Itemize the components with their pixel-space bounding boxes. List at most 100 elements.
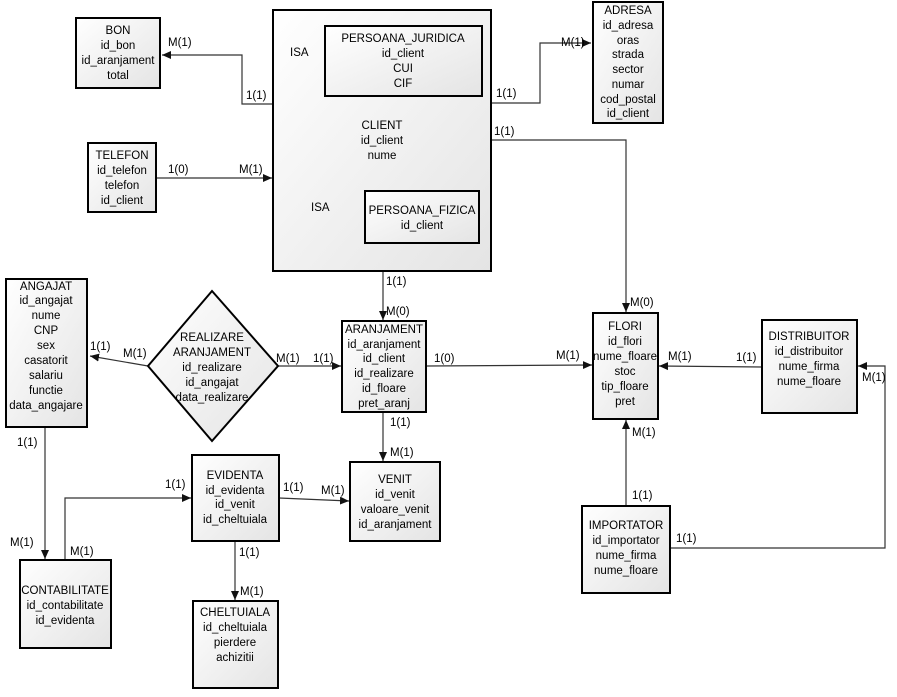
cardinality-label: M(1) xyxy=(321,485,345,497)
entity-attr: sex xyxy=(37,340,55,352)
cardinality-label: 1(1) xyxy=(239,547,260,559)
entity-attr: id_aranjament xyxy=(359,519,433,531)
entity-attr: strada xyxy=(612,49,645,61)
entity-title: CHELTUIALA xyxy=(200,607,270,619)
entity-attr: cod_postal xyxy=(600,94,656,106)
entity-adresa: ADRESA id_adresa oras strada sector numa… xyxy=(592,1,664,124)
entity-attr: id_venit xyxy=(215,499,255,511)
entity-title: DISTRIBUITOR xyxy=(769,331,850,343)
edge-distribuitor-flori xyxy=(658,362,763,371)
entity-attr: id_importator xyxy=(592,535,659,547)
entity-attr: tip_floare xyxy=(601,381,648,393)
entity-attr: CNP xyxy=(34,325,59,337)
cardinality-label: M(1) xyxy=(632,427,656,439)
relationship-attr: id_angajat xyxy=(185,377,239,389)
entity-attr: pret_aranj xyxy=(358,398,410,410)
entity-title: TELEFON xyxy=(95,150,148,162)
entity-attr: salariu xyxy=(29,370,63,382)
entity-attr: telefon xyxy=(105,180,140,192)
entity-attr: id_flori xyxy=(608,336,642,348)
edge-importator-distribuitor xyxy=(671,362,886,549)
entity-title: IMPORTATOR xyxy=(589,520,664,532)
entity-importator: IMPORTATOR id_importator nume_firma nume… xyxy=(581,505,671,594)
entity-attr: id_venit xyxy=(375,489,415,501)
cardinality-label: 1(1) xyxy=(283,482,304,494)
entity-attr: id_aranjament xyxy=(348,339,422,351)
edge-client-flori xyxy=(491,139,630,312)
entity-attr: achizitii xyxy=(216,652,254,664)
entity-title: BON xyxy=(106,25,131,37)
cardinality-label: 1(1) xyxy=(165,479,186,491)
relationship-attr: data_realizare xyxy=(176,392,249,404)
entity-attr: total xyxy=(107,70,129,82)
entity-attr: id_aranjament xyxy=(82,55,156,67)
cardinality-label: M(1) xyxy=(276,353,300,365)
edge-realizare-angajat xyxy=(89,353,149,367)
entity-attr: nume_firma xyxy=(779,361,840,373)
entity-attr: valoare_venit xyxy=(361,504,430,516)
entity-title: CONTABILITATE xyxy=(21,585,109,597)
cardinality-label: M(1) xyxy=(668,351,692,363)
entity-distribuitor: DISTRIBUITOR id_distribuitor nume_firma … xyxy=(761,319,858,414)
entity-attr: id_adresa xyxy=(603,20,654,32)
edge-client-adresa xyxy=(491,39,591,104)
edge-contabilitate-evidenta xyxy=(64,494,191,559)
cardinality-label: M(1) xyxy=(240,586,264,598)
entity-telefon: TELEFON id_telefon telefon id_client xyxy=(87,142,157,213)
entity-title: CLIENT xyxy=(362,120,403,132)
cardinality-label: M(1) xyxy=(168,37,192,49)
isa-label: ISA xyxy=(311,202,330,214)
entity-attr: id_cheltuiala xyxy=(203,514,268,526)
entity-attr: id_client xyxy=(607,108,650,120)
entity-venit: VENIT id_venit valoare_venit id_aranjame… xyxy=(349,461,441,542)
entity-title: EVIDENTA xyxy=(207,470,264,482)
cardinality-label: 1(1) xyxy=(496,88,517,100)
entity-contabilitate: CONTABILITATE id_contabilitate id_eviden… xyxy=(19,559,112,649)
entity-flori: FLORI id_flori nume_floare stoc tip_floa… xyxy=(592,312,659,420)
relationship-title: REALIZARE xyxy=(180,332,244,344)
entity-attr: id_bon xyxy=(101,40,136,52)
entity-attr: id_distribuitor xyxy=(775,346,844,358)
entity-attr: id_client xyxy=(363,353,406,365)
entity-attr: stoc xyxy=(614,366,635,378)
entity-title: ARANJAMENT xyxy=(345,324,423,336)
entity-attr: id_client xyxy=(401,220,444,232)
cardinality-label: M(1) xyxy=(10,537,34,549)
edge-client-bon xyxy=(162,51,273,105)
entity-attr: functie xyxy=(29,385,63,397)
entity-evidenta: EVIDENTA id_evidenta id_venit id_cheltui… xyxy=(191,454,280,542)
cardinality-label: 1(1) xyxy=(632,490,653,502)
entity-title: PERSOANA_FIZICA xyxy=(369,205,476,217)
edge-labels: ISA ISA M(1) 1(1) M(1) 1(1) 1(1) M(0) 1(… xyxy=(10,37,886,598)
relationship-attr: id_realizare xyxy=(182,362,241,374)
edge-aranjament-flori xyxy=(426,361,593,370)
cardinality-label: 1(1) xyxy=(17,437,38,449)
entity-attr: id_client xyxy=(361,135,404,147)
cardinality-label: M(1) xyxy=(390,447,414,459)
cardinality-label: M(1) xyxy=(561,37,585,49)
cardinality-label: M(1) xyxy=(862,372,886,384)
cardinality-label: 1(1) xyxy=(246,90,267,102)
entity-title: VENIT xyxy=(378,474,412,486)
entity-aranjament: ARANJAMENT id_aranjament id_client id_re… xyxy=(341,320,427,413)
entity-attr: CIF xyxy=(394,78,413,90)
entity-attr: sector xyxy=(612,64,643,76)
entity-attr: CUI xyxy=(393,63,413,75)
relationship-realizare-aranjament: REALIZARE ARANJAMENT id_realizare id_ang… xyxy=(146,289,280,443)
cardinality-label: 1(0) xyxy=(168,164,189,176)
cardinality-label: M(0) xyxy=(630,297,654,309)
entity-bon: BON id_bon id_aranjament total xyxy=(75,17,161,89)
entity-attr: nume_firma xyxy=(596,550,657,562)
entity-attr: id_client xyxy=(382,48,425,60)
entity-persoana-juridica: PERSOANA_JURIDICA id_client CUI CIF xyxy=(324,25,483,97)
edge-evidenta-venit xyxy=(278,496,350,505)
entity-attr: id_evidenta xyxy=(206,485,265,497)
entity-attr: numar xyxy=(612,79,645,91)
entity-title: FLORI xyxy=(608,321,642,333)
isa-label: ISA xyxy=(290,47,309,59)
entity-attr: nume xyxy=(368,150,397,162)
entity-angajat: ANGAJAT id_angajat nume CNP sex casatori… xyxy=(5,278,88,428)
cardinality-label: 1(1) xyxy=(90,341,111,353)
entity-attr: id_cheltuiala xyxy=(203,622,268,634)
entity-attr: id_telefon xyxy=(97,165,147,177)
